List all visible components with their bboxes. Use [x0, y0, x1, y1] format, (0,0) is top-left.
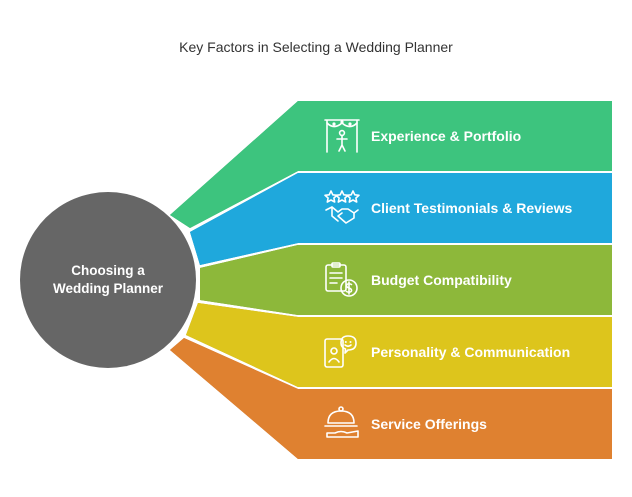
factor-label-service: Service Offerings: [371, 416, 487, 432]
factor-service-offerings: Service Offerings: [170, 338, 612, 459]
wedding-arch-icon: [324, 119, 360, 153]
budget-document-icon: [325, 262, 358, 297]
factor-personality-communication: Personality & Communication: [186, 303, 612, 387]
factor-label-testimonials: Client Testimonials & Reviews: [371, 200, 572, 216]
factor-label-budget: Budget Compatibility: [371, 272, 512, 288]
hub-label-line2: Wedding Planner: [53, 281, 164, 296]
factor-label-personality: Personality & Communication: [371, 344, 570, 360]
factor-client-testimonials: Client Testimonials & Reviews: [190, 173, 612, 265]
factor-budget-compatibility: Budget Compatibility: [200, 245, 612, 315]
hub-circle: Choosing a Wedding Planner: [20, 192, 196, 368]
hub-label-line1: Choosing a: [71, 263, 145, 278]
diagram-title: Key Factors in Selecting a Wedding Plann…: [179, 39, 453, 55]
stars-handshake-icon: [324, 190, 360, 224]
factor-experience-portfolio: Experience & Portfolio: [170, 101, 612, 228]
person-chat-icon: [324, 335, 357, 368]
factor-label-experience: Experience & Portfolio: [371, 128, 521, 144]
serving-cloche-icon: [324, 406, 359, 438]
